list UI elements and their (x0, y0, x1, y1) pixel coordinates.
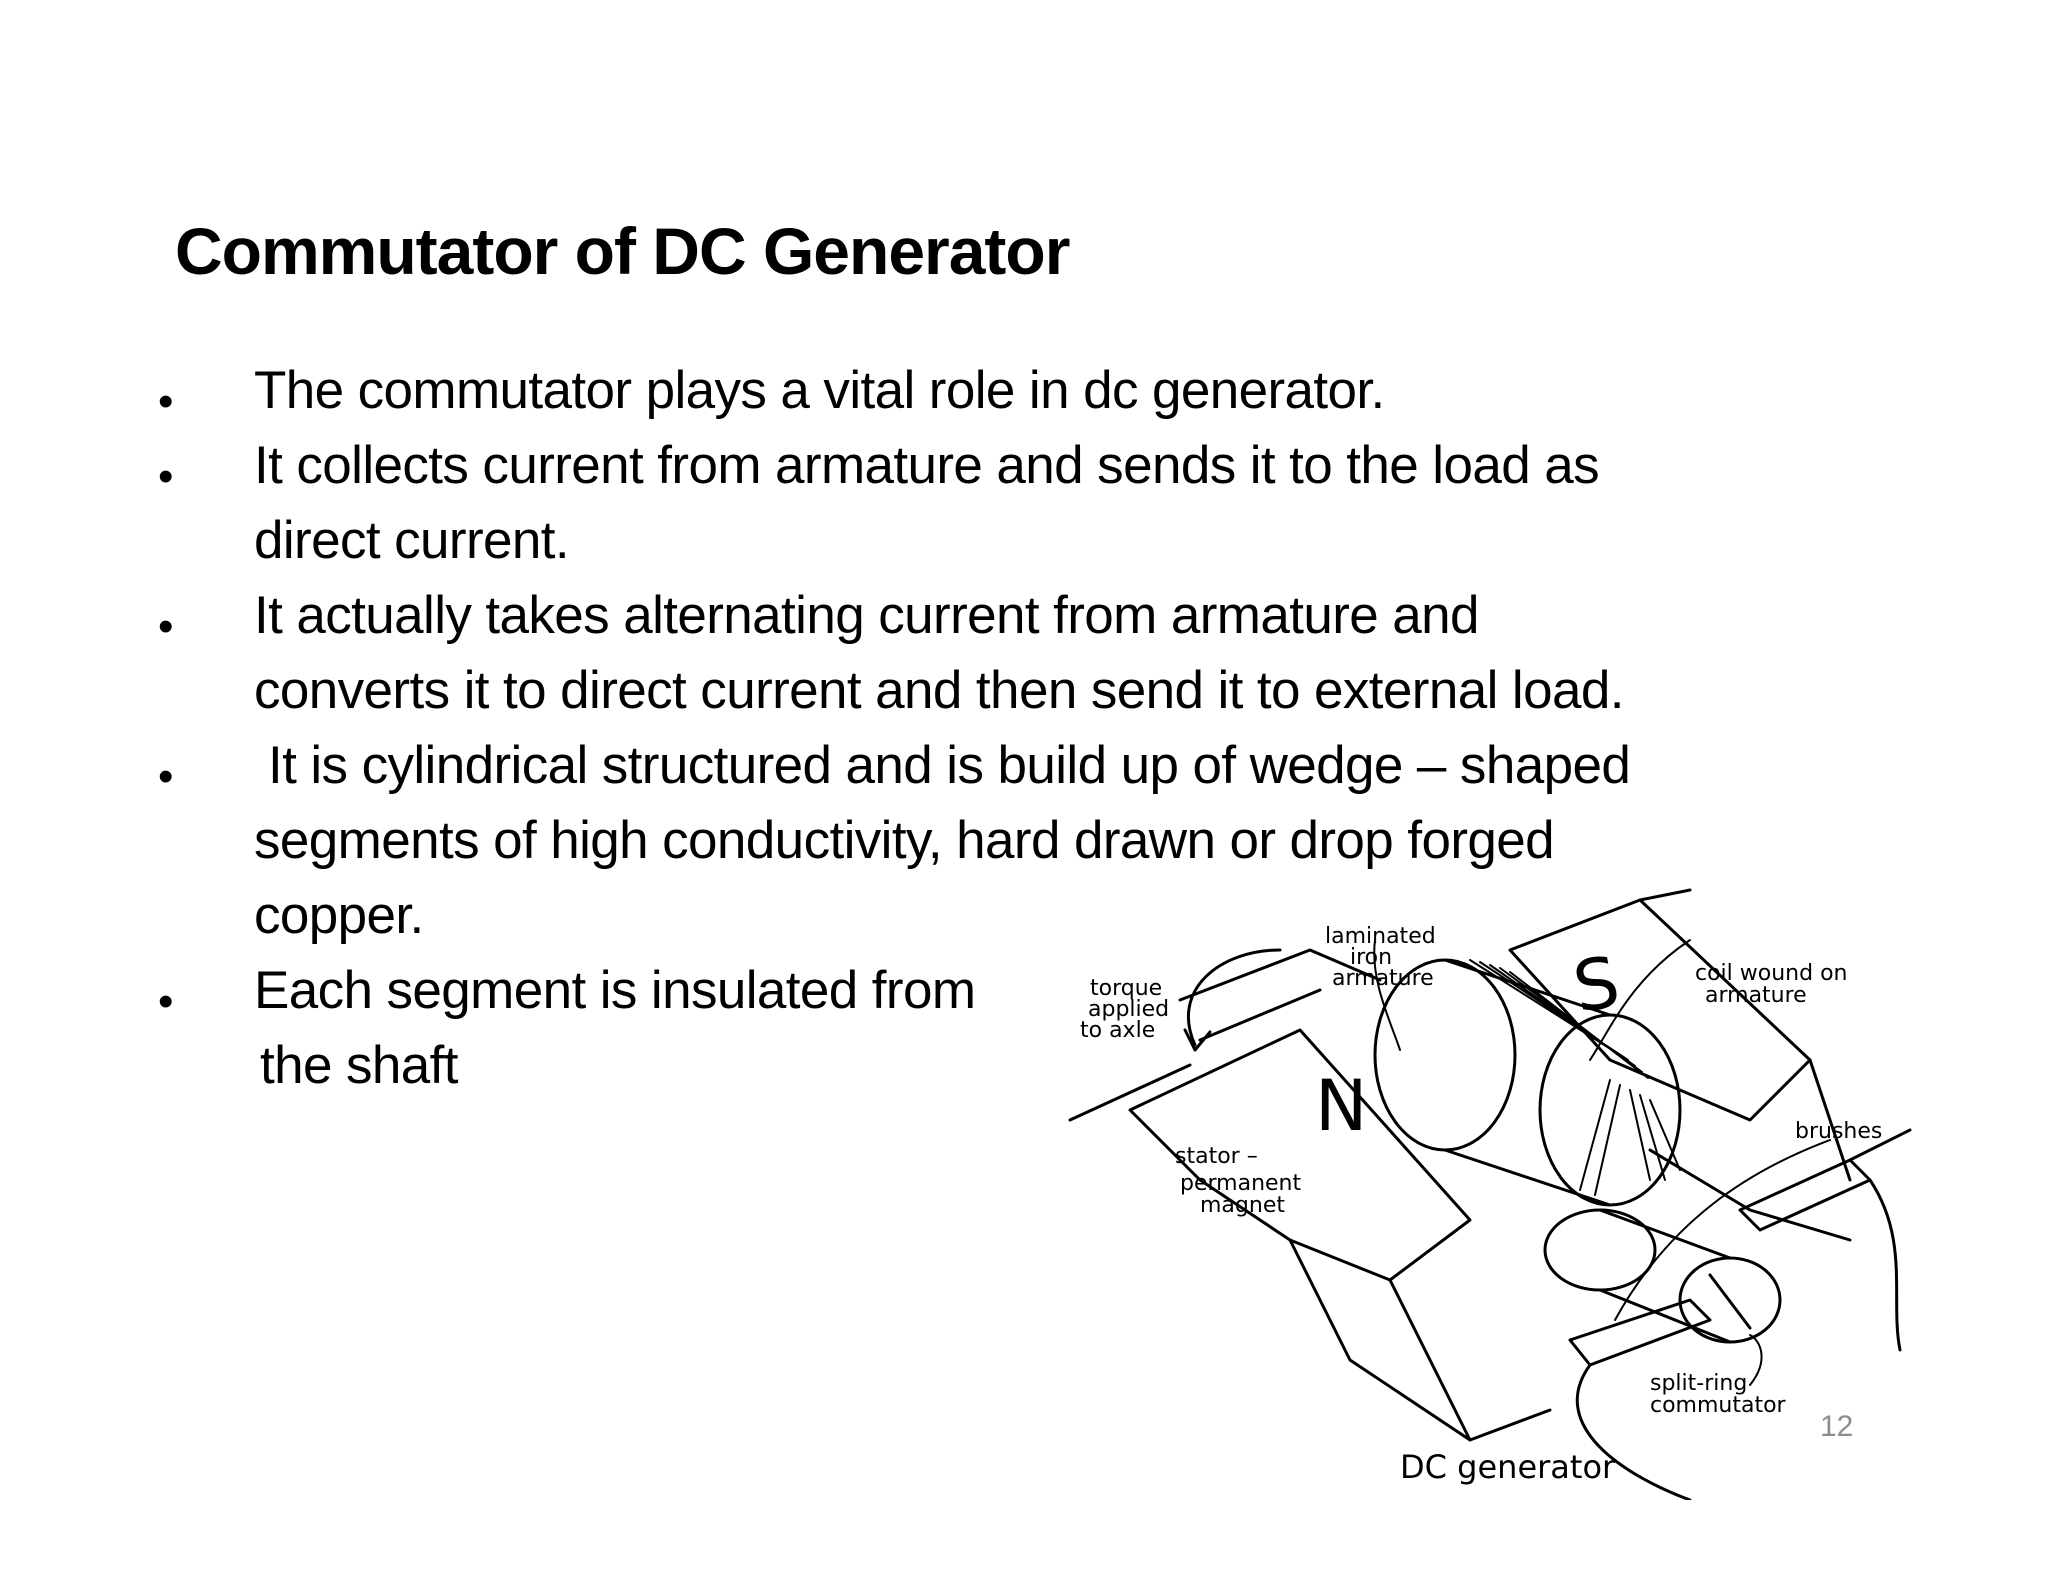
armature-back (1538, 1013, 1682, 1207)
lead-wire-right-2 (1848, 1128, 1912, 1162)
shaft-rear (1648, 1148, 1852, 1242)
south-magnet-side (1808, 1058, 1852, 1182)
lead-wire-left (1576, 1363, 1692, 1502)
label-applied: applied (1088, 997, 1169, 1022)
south-pole-label: S (1567, 941, 1625, 1029)
coil-wires (1579, 1079, 1681, 1196)
bullet-text: segments of high conductivity, hard draw… (254, 811, 1555, 870)
figure-caption: DC generator (1400, 1448, 1616, 1486)
south-magnet-top (1638, 888, 1692, 902)
label-coil-armature: armature (1705, 983, 1807, 1008)
label-torque: torque (1090, 976, 1162, 1001)
bullet-text: The commutator plays a vital role in dc … (254, 361, 1385, 420)
bullet-text: It is cylindrical structured and is buil… (268, 736, 1631, 795)
slide-title: Commutator of DC Generator (175, 214, 1070, 288)
brush-right (1738, 1158, 1872, 1232)
commutator-back (1543, 1208, 1657, 1292)
bullet-text: It collects current from armature and se… (254, 436, 1600, 495)
label-permanent: permanent (1180, 1171, 1301, 1196)
label-to-axle: to axle (1080, 1018, 1155, 1043)
dc-generator-drawing: N S laminated iron armature torque appli… (1068, 888, 1912, 1502)
torque-arrow-head (1183, 1028, 1212, 1052)
north-magnet-edge (1068, 1063, 1192, 1122)
bullet-marker: • (158, 377, 174, 426)
label-iron: iron (1350, 945, 1392, 970)
label-laminated: laminated (1325, 924, 1436, 949)
south-magnet-outline (1508, 898, 1812, 1122)
bullet-text: copper. (254, 886, 424, 945)
bullet-text: the shaft (260, 1036, 459, 1095)
label-coil: coil wound on (1695, 961, 1847, 986)
brush-left (1568, 1298, 1712, 1367)
north-magnet-side (1388, 1278, 1472, 1442)
bullet-text: Each segment is insulated from (254, 961, 976, 1020)
leader-armature (1373, 939, 1401, 1051)
armature-lamination (1469, 959, 1649, 1079)
bullet-marker: • (158, 602, 174, 651)
commutator-bottom (1598, 1288, 1732, 1344)
leader-coil (1589, 939, 1691, 1061)
page-number: 12 (1820, 1410, 1854, 1443)
lead-wire-right (1868, 1178, 1902, 1352)
bullet-marker: • (158, 977, 174, 1026)
bullet-marker: • (158, 752, 174, 801)
label-split-ring: split-ring (1650, 1371, 1747, 1396)
dc-generator-diagram: N S laminated iron armature torque appli… (1050, 880, 1920, 1502)
label-armature: armature (1332, 966, 1434, 991)
north-pole-label: N (1315, 1065, 1367, 1147)
leader-split-ring (1749, 1334, 1763, 1386)
bullet-text: direct current. (254, 511, 570, 570)
bullet-marker: • (158, 452, 174, 501)
label-brushes: brushes (1795, 1119, 1882, 1144)
label-magnet: magnet (1200, 1193, 1285, 1218)
label-commutator: commutator (1650, 1393, 1787, 1418)
bullet-text: It actually takes alternating current fr… (254, 586, 1479, 645)
leader-brushes (1614, 1139, 1831, 1321)
shaft (1178, 948, 1382, 1002)
armature-bottom (1443, 1148, 1612, 1207)
commutator-split (1708, 1273, 1752, 1330)
commutator-top (1598, 1208, 1732, 1260)
label-stator: stator – (1175, 1144, 1258, 1169)
bullet-text: converts it to direct current and then s… (254, 661, 1624, 720)
torque-arrow (1187, 948, 1282, 1047)
north-magnet-lower (1288, 1238, 1552, 1442)
shaft-lower (1198, 988, 1322, 1042)
